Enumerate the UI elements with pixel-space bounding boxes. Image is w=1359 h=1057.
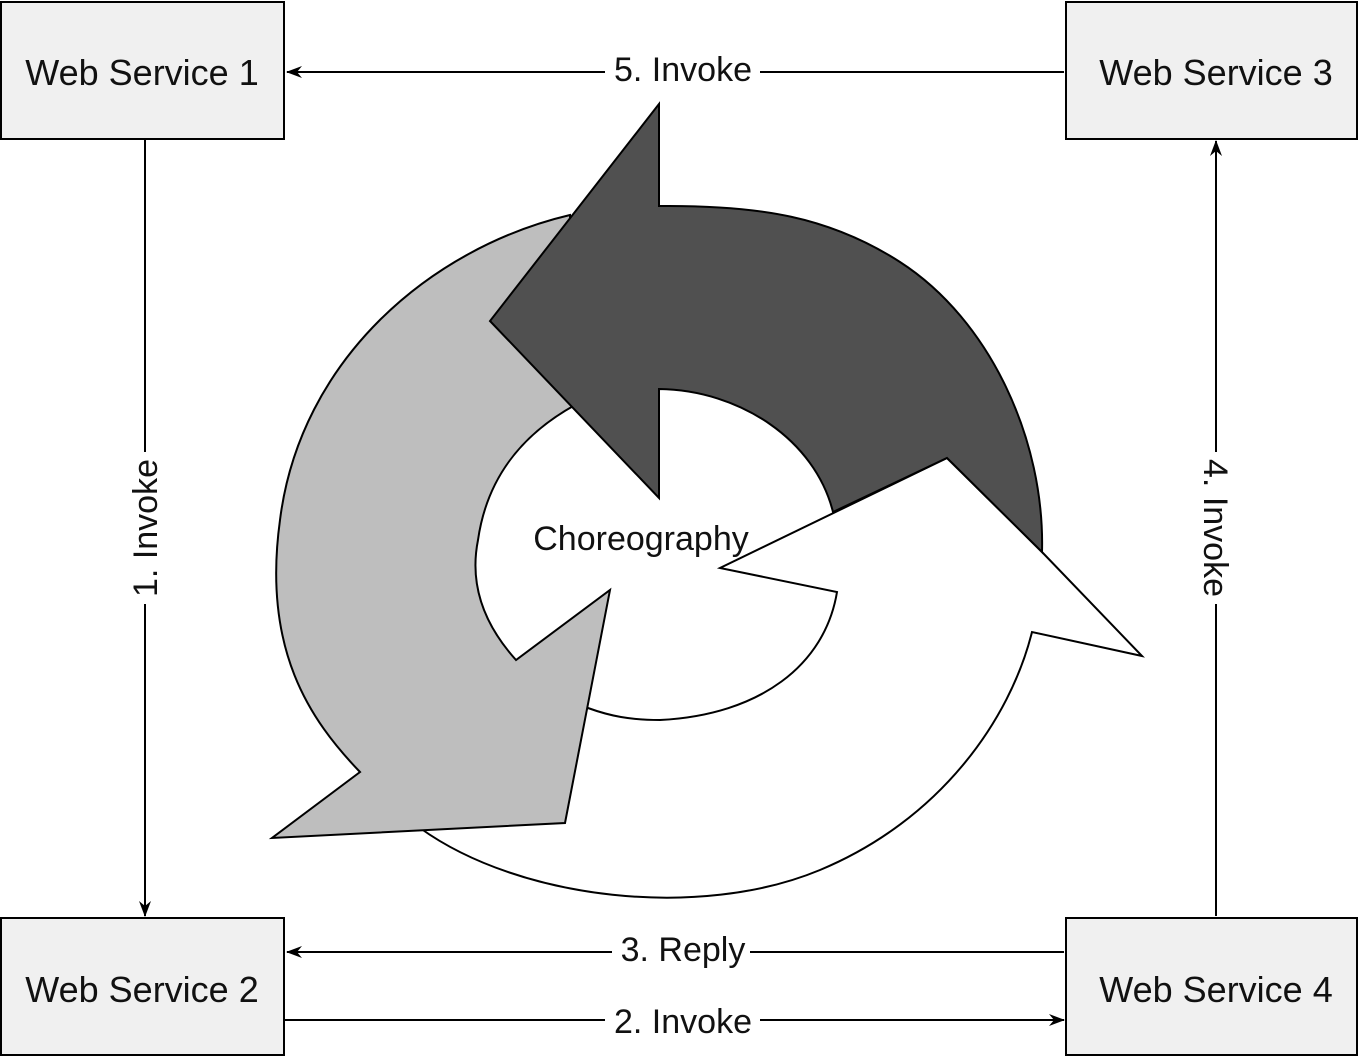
edges: 1. Invoke 2. Invoke 3. Reply 4. Invoke 5… — [127, 51, 1234, 1041]
choreography-cycle: Choreography — [268, 101, 1146, 899]
edge-3-label: 3. Reply — [621, 931, 746, 969]
service-label-ws1: Web Service 1 — [25, 52, 258, 93]
service-label-ws2: Web Service 2 — [25, 969, 258, 1010]
service-label-ws4: Web Service 4 — [1099, 969, 1332, 1010]
edge-1-label: 1. Invoke — [127, 459, 165, 597]
cycle-arrow-dark — [488, 101, 1044, 555]
edge-4-label: 4. Invoke — [1196, 459, 1234, 597]
cycle-arrow-white — [418, 456, 1146, 899]
cycle-arrow-light — [268, 213, 612, 840]
service-box-ws4: Web Service 4 — [1065, 917, 1358, 1056]
edge-5-label: 5. Invoke — [614, 51, 752, 89]
service-box-ws3: Web Service 3 — [1065, 1, 1358, 140]
center-label: Choreography — [533, 520, 748, 558]
service-box-ws2: Web Service 2 — [0, 917, 285, 1056]
service-label-ws3: Web Service 3 — [1099, 52, 1332, 93]
edge-2-label: 2. Invoke — [614, 1003, 752, 1041]
service-box-ws1: Web Service 1 — [0, 1, 285, 140]
